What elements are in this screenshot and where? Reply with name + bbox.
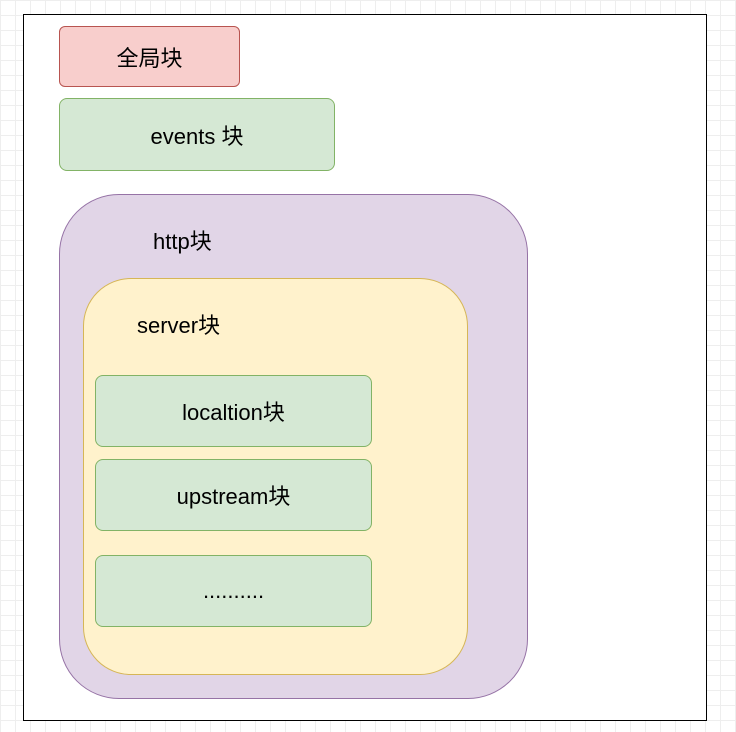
global-block-label: 全局块 — [116, 45, 183, 71]
events-block: events 块 — [59, 98, 335, 171]
global-block: 全局块 — [59, 26, 240, 87]
events-block-label: events 块 — [150, 123, 244, 149]
more-block-label: .......... — [202, 578, 265, 603]
more-block: .......... — [95, 555, 372, 627]
location-block: localtion块 — [95, 375, 372, 447]
upstream-block-label: upstream块 — [176, 484, 291, 509]
location-block-label: localtion块 — [182, 400, 285, 425]
server-block-label: server块 — [137, 313, 221, 338]
http-block-label: http块 — [153, 229, 212, 254]
upstream-block: upstream块 — [95, 459, 372, 531]
